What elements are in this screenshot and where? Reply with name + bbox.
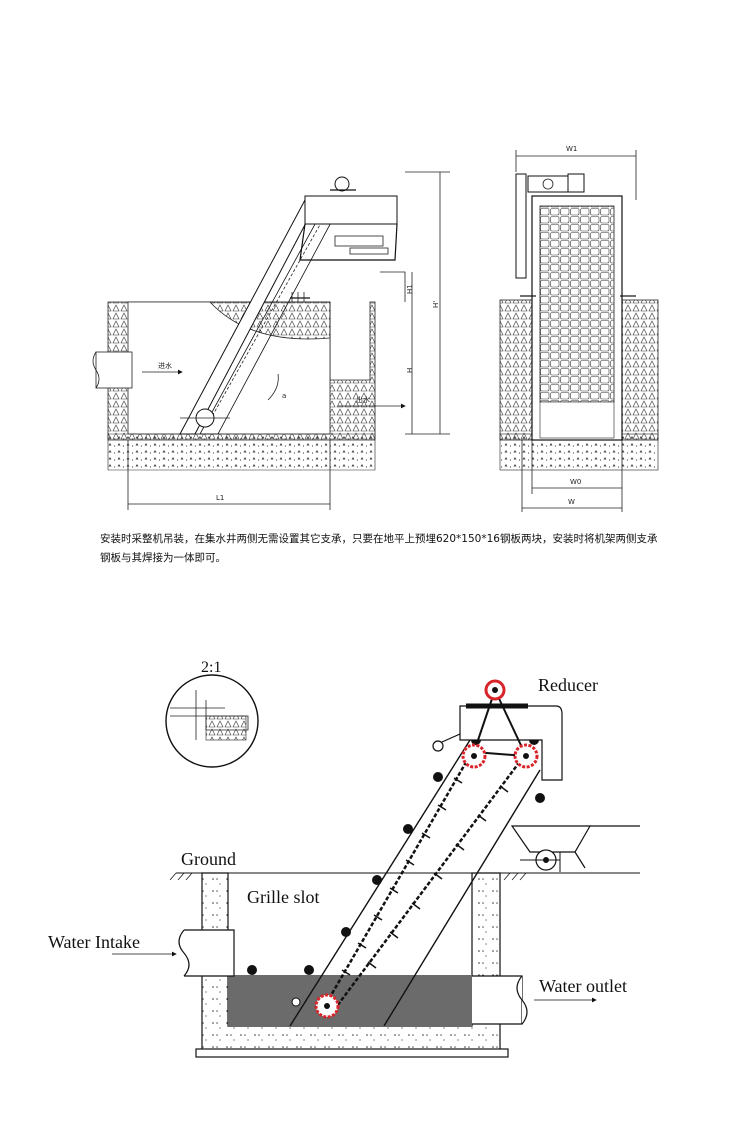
label-angle: a bbox=[282, 392, 286, 400]
rake-teeth bbox=[341, 777, 509, 976]
label-outflow: 出水 bbox=[356, 395, 370, 404]
label-inflow: 进水 bbox=[158, 361, 172, 370]
inlet-pipe bbox=[184, 929, 235, 977]
label-l1: L1 bbox=[216, 494, 224, 502]
side-motor-icon bbox=[334, 176, 350, 192]
label-h-prime: H' bbox=[432, 301, 440, 308]
head-housing bbox=[459, 705, 563, 781]
front-ground-right bbox=[621, 299, 659, 441]
detail-scale-label: 2:1 bbox=[201, 659, 221, 676]
side-view-drawing: a 进水 出水 H1 H' H L1 bbox=[92, 171, 450, 510]
label-w1: W1 bbox=[566, 145, 577, 153]
label-h1: H1 bbox=[406, 284, 414, 294]
sprocket-reducer bbox=[484, 679, 506, 701]
label-reducer: Reducer bbox=[538, 675, 598, 695]
label-w: W bbox=[568, 498, 575, 506]
label-water-intake: Water Intake bbox=[48, 932, 140, 952]
label-ground: Ground bbox=[181, 849, 236, 869]
chain-right bbox=[332, 755, 526, 1011]
side-channel-floor bbox=[107, 433, 376, 471]
front-motor-icon bbox=[527, 175, 569, 193]
front-ground-left bbox=[499, 299, 537, 441]
label-w0: W0 bbox=[570, 478, 581, 486]
front-screen-mesh bbox=[539, 205, 615, 403]
front-view-drawing: W1 W0 W bbox=[499, 145, 659, 512]
chain-left bbox=[324, 751, 474, 1005]
outlet-pipe bbox=[472, 975, 523, 1025]
side-inlet-pipe bbox=[95, 351, 133, 389]
label-h: H bbox=[406, 368, 414, 373]
sprocket-bottom bbox=[314, 993, 340, 1019]
sprocket-top-left bbox=[461, 743, 487, 769]
side-head-box bbox=[304, 195, 398, 225]
wheelbarrow-icon bbox=[510, 825, 640, 872]
label-grille-slot: Grille slot bbox=[247, 887, 320, 907]
side-platform-mass bbox=[209, 301, 331, 340]
water-body bbox=[228, 975, 472, 1026]
sprocket-top-right bbox=[513, 743, 539, 769]
installation-note: 安装时采整机吊装，在集水井两侧无需设置其它支承，只要在地平上预埋620*150*… bbox=[100, 533, 658, 564]
frame-rail-inner bbox=[383, 769, 541, 1027]
label-water-outlet: Water outlet bbox=[539, 976, 627, 996]
bottom-diagram: 2:1 Ground Water Intake Water outlet Gri… bbox=[48, 659, 640, 1058]
